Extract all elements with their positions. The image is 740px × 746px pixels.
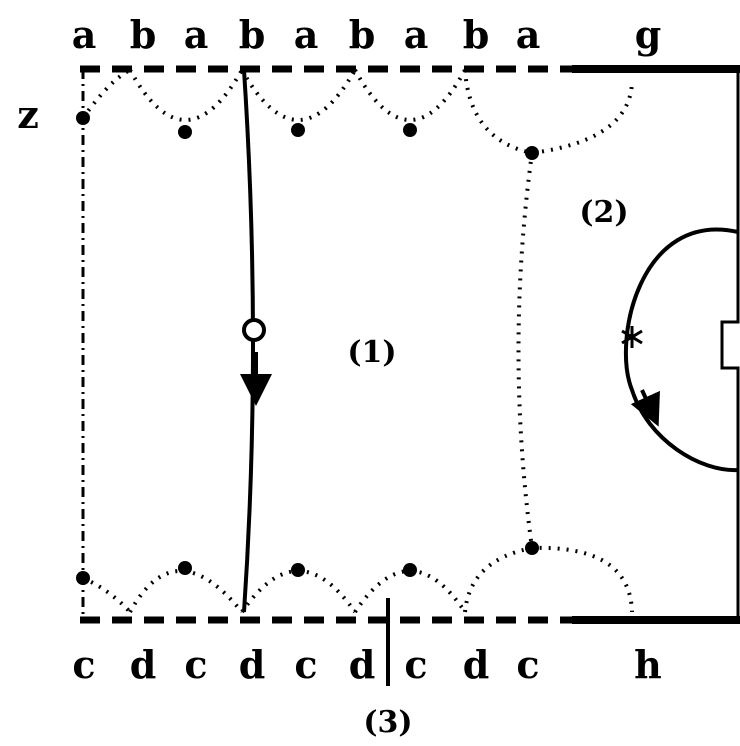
- bottom-label: c: [404, 642, 427, 687]
- top-arcs: [81, 68, 634, 156]
- region-label-1: (1): [347, 335, 396, 370]
- trajectory-circle-marker: [242, 318, 266, 342]
- bottom-node: [76, 571, 90, 585]
- orbit-arrow: [630, 389, 660, 427]
- bottom-label: c: [184, 642, 207, 687]
- bottom-arcs: [82, 545, 634, 614]
- top-node: [178, 125, 192, 139]
- bottom-label: d: [130, 642, 157, 687]
- star-marker: [621, 326, 643, 348]
- bottom-label: d: [349, 642, 376, 687]
- orbit-curve: [624, 227, 739, 473]
- bottom-label: c: [294, 642, 317, 687]
- right-boundary: [720, 69, 740, 620]
- top-label: b: [130, 12, 157, 57]
- top-label: a: [404, 12, 429, 57]
- top-node: [403, 123, 417, 137]
- top-label: g: [635, 12, 662, 57]
- top-label: a: [516, 12, 541, 57]
- middle-separatrix: [516, 152, 534, 549]
- bottom-node: [403, 563, 417, 577]
- top-node: [76, 111, 90, 125]
- bottom-label: d: [239, 642, 266, 687]
- region-label-3: (3): [363, 705, 412, 740]
- bottom-label: d: [463, 642, 490, 687]
- top-label: a: [294, 12, 319, 57]
- side-label: z: [17, 92, 39, 137]
- bottom-node: [291, 563, 305, 577]
- top-label: b: [463, 12, 490, 57]
- bottom-label: c: [72, 642, 95, 687]
- trajectory-line: [242, 69, 255, 613]
- top-label: a: [184, 12, 209, 57]
- region-label-2: (2): [579, 195, 628, 230]
- top-node: [291, 123, 305, 137]
- top-label: b: [349, 12, 376, 57]
- bottom-label: h: [634, 642, 662, 687]
- bottom-node: [178, 561, 192, 575]
- top-label: b: [239, 12, 266, 57]
- top-label: a: [72, 12, 97, 57]
- bottom-label: c: [516, 642, 539, 687]
